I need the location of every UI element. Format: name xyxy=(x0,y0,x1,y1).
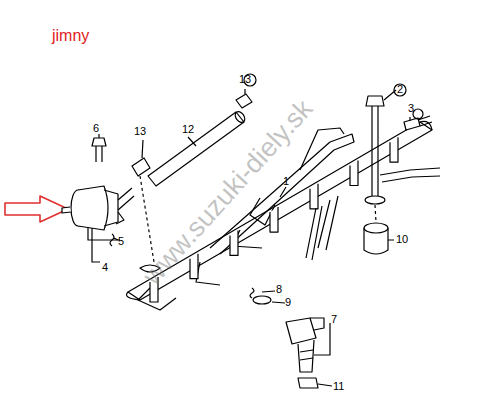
callout-number: 4 xyxy=(102,262,108,273)
callout-number: 3 xyxy=(408,103,414,114)
callout-number: 13 xyxy=(239,74,251,85)
callout-number: 6 xyxy=(93,123,99,134)
injector-port xyxy=(230,230,238,255)
callout-number: 2 xyxy=(397,84,403,95)
injector-port xyxy=(390,137,398,162)
injector-port xyxy=(270,207,278,232)
callout-number: 10 xyxy=(396,234,408,245)
callout-number: 13 xyxy=(134,126,146,137)
injector-port xyxy=(190,254,198,279)
callout-number: 8 xyxy=(276,284,282,295)
callout-number: 11 xyxy=(333,381,344,392)
callout-number: 1 xyxy=(283,176,289,187)
callout-number: 9 xyxy=(285,297,291,308)
injector-port xyxy=(350,161,358,186)
callout-number: 12 xyxy=(182,124,194,135)
callout-number: 7 xyxy=(331,314,337,325)
model-name: jimny xyxy=(52,28,89,44)
injector-port xyxy=(310,184,318,209)
callout-number: 5 xyxy=(118,236,124,247)
